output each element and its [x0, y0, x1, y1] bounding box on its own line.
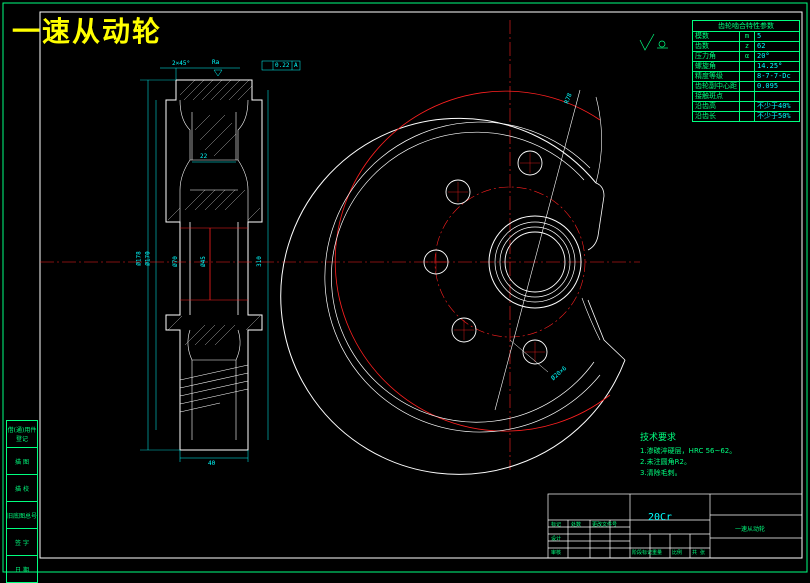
gear-parameter-key: 沿齿长: [692, 111, 740, 122]
gear-parameter-sym: [739, 91, 755, 102]
technical-requirements: 技术要求 1.渗碳淬硬层，HRC 56~62。 2.未注圆角R2。 3.清除毛刺…: [640, 433, 736, 479]
gear-parameter-row: 沿齿高 不少于40%: [692, 101, 800, 112]
sidebar-cell: 旧底图总号: [6, 501, 38, 528]
gear-parameter-key: 螺旋角: [692, 61, 740, 72]
title-block-cell: 设计: [551, 536, 562, 542]
title-block-cell: 重量: [652, 550, 663, 556]
gear-parameter-key: 齿数: [692, 41, 740, 52]
registration-sidebar: 借(通)用件登记 描 图 描 校 旧底图总号 签 字 日 期: [6, 420, 38, 583]
gear-parameter-val: 62: [754, 41, 800, 52]
gear-parameter-sym: m: [739, 31, 755, 42]
gear-parameter-row: 接触斑点: [692, 91, 800, 102]
gear-parameter-sym: [739, 81, 755, 92]
gear-parameter-key: 压力角: [692, 51, 740, 62]
sidebar-cell: 描 校: [6, 474, 38, 501]
section-view: [140, 60, 301, 462]
technical-requirement-item: 3.清除毛刺。: [640, 469, 682, 477]
gear-parameter-sym: z: [739, 41, 755, 52]
tip-diameter-dimension: Ø170: [144, 251, 152, 266]
title-block-cell: 共 张: [692, 550, 706, 556]
technical-requirement-item: 1.渗碳淬硬层，HRC 56~62。: [640, 447, 737, 455]
runout-datum: A: [294, 62, 298, 69]
technical-requirements-heading: 技术要求: [640, 433, 677, 443]
bore-diameter-dimension: Ø45: [199, 256, 207, 267]
runout-tolerance: 0.22: [275, 62, 290, 69]
gear-parameter-row: 齿轮副中心距 0.095: [692, 81, 800, 92]
gear-parameter-key: 模数: [692, 31, 740, 42]
gear-parameter-val: 不少于50%: [754, 111, 800, 122]
title-block-cell: 标记: [551, 522, 562, 528]
hub-diameter-dimension: Ø70: [171, 256, 179, 267]
face-width-dimension: 40: [208, 460, 216, 467]
gear-parameter-sym: [739, 71, 755, 82]
gear-parameter-val: 14.25°: [754, 61, 800, 72]
gear-parameter-val: [754, 91, 800, 102]
roughness-label: Ra: [212, 59, 220, 66]
front-view: [280, 20, 626, 475]
gear-parameter-row: 沿齿长 不少于50%: [692, 111, 800, 122]
title-block-cell: 阶段标记: [632, 550, 653, 556]
roughness-symbol: [639, 33, 668, 51]
gear-parameter-key: 沿齿高: [692, 101, 740, 112]
sheet-inner-border: [39, 11, 803, 559]
sidebar-cell: 描 图: [6, 447, 38, 474]
sheet-outer-border: [2, 2, 808, 573]
drawing-title: 一速从动轮: [12, 15, 163, 48]
gear-parameter-sym: [739, 101, 755, 112]
gear-parameter-row: 精度等级 8-7-7-Dc: [692, 71, 800, 82]
gear-parameter-val: 0.095: [754, 81, 800, 92]
gear-parameter-sym: α: [739, 51, 755, 62]
hub-width-dimension: 22: [200, 153, 208, 160]
gear-parameter-val: 5: [754, 31, 800, 42]
title-block-cell: 处数: [571, 522, 582, 528]
title-block-cell: 比例: [672, 550, 683, 556]
sidebar-cell: 签 字: [6, 528, 38, 555]
technical-requirement-item: 2.未注圆角R2。: [640, 458, 691, 466]
pitch-diameter-dimension: 310: [255, 256, 263, 267]
chamfer-dimension: 2×45°: [172, 60, 191, 67]
gear-parameter-sym: [739, 61, 755, 72]
sidebar-cell: 借(通)用件登记: [6, 420, 38, 447]
gear-parameter-key: 接触斑点: [692, 91, 740, 102]
gear-parameter-key: 精度等级: [692, 71, 740, 82]
gear-parameters-heading: 齿轮啮合特性参数: [692, 20, 800, 31]
part-name-label: 一速从动轮: [735, 526, 766, 533]
title-block-cell: 更改文件号: [592, 522, 618, 528]
gear-parameter-key: 齿轮副中心距: [692, 81, 740, 92]
gear-parameter-sym: [739, 111, 755, 122]
gear-parameter-val: 不少于40%: [754, 101, 800, 112]
gear-parameter-row: 螺旋角 14.25°: [692, 61, 800, 72]
title-block: [547, 493, 803, 559]
material-label: 20Cr: [648, 512, 673, 523]
sidebar-cell: 日 期: [6, 555, 38, 583]
title-block-cell: 审核: [551, 550, 562, 556]
gear-parameter-val: 20°: [754, 51, 800, 62]
outer-diameter-dimension: Ø178: [135, 251, 143, 266]
gear-parameter-val: 8-7-7-Dc: [754, 71, 800, 82]
